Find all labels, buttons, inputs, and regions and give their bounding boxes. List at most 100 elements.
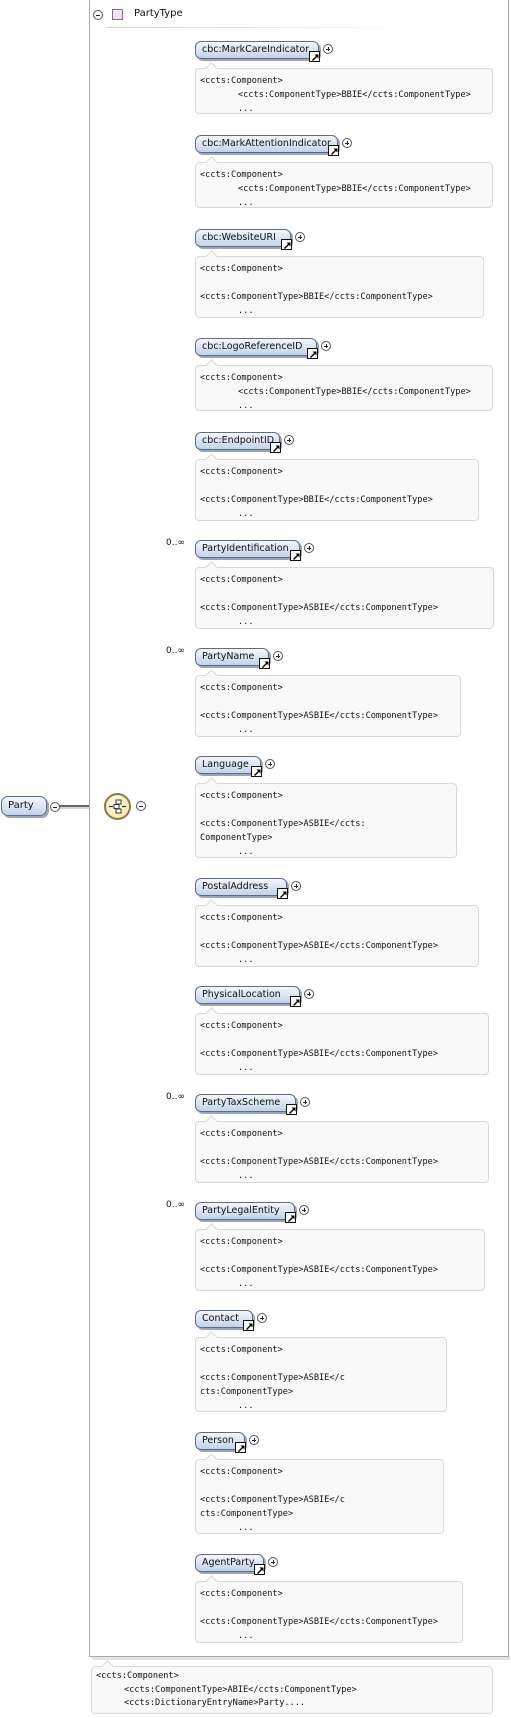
reference-arrow-icon <box>290 996 301 1007</box>
annotation-line: <ccts:Component> <box>200 1021 283 1031</box>
annotation-card: <ccts:Component> <ccts:ComponentType>ASBI… <box>195 1337 447 1412</box>
reference-arrow-icon <box>259 658 270 669</box>
annotation-card: <ccts:Component> <ccts:ComponentType>ASBI… <box>195 1229 485 1291</box>
annotation-line: ... <box>238 401 254 411</box>
annotation-line: <ccts:ComponentType>BBIE</ccts:Component… <box>238 90 471 100</box>
annotation-card: <ccts:Component><ccts:ComponentType>BBIE… <box>195 162 493 208</box>
element-label: PostalAddress <box>202 881 269 892</box>
annotation-line: ... <box>238 725 254 735</box>
expand-icon[interactable] <box>284 435 294 445</box>
element-node[interactable]: PartyLegalEntity <box>195 1202 295 1220</box>
annotation-line: ... <box>238 1063 254 1073</box>
annotation-line: <ccts:Component> <box>200 1345 283 1355</box>
element-label: PartyLegalEntity <box>202 1205 280 1216</box>
expand-icon[interactable] <box>273 651 283 661</box>
annotation-line: ... <box>238 509 254 519</box>
element-node[interactable]: AgentParty <box>195 1554 264 1572</box>
annotation-line: <ccts:ComponentType>ASBIE</ccts: <box>200 819 366 829</box>
annotation-line: <ccts:ComponentType>ASBIE</ccts:Componen… <box>200 603 438 613</box>
multiplicity-label: 0..∞ <box>166 646 185 656</box>
reference-arrow-icon <box>270 442 281 453</box>
annotation-line: <ccts:Component> <box>200 1589 283 1599</box>
party-annotation-card: <ccts:Component> <ccts:ComponentType>ABI… <box>91 1666 493 1714</box>
annotation-line: <ccts:Component> <box>200 1467 283 1477</box>
sequence-compositor-icon[interactable] <box>104 793 131 820</box>
element-node[interactable]: PhysicalLocation <box>195 986 300 1004</box>
annotation-line: <ccts:Component> <box>200 264 283 274</box>
party-element[interactable]: Party <box>1 796 47 816</box>
expand-icon[interactable] <box>265 759 275 769</box>
element-node[interactable]: Person <box>195 1432 245 1450</box>
expand-icon[interactable] <box>321 341 331 351</box>
annotation-line: <ccts:Component> <box>200 373 283 383</box>
annotation-line: <ccts:Component> <box>200 467 283 477</box>
expand-icon[interactable] <box>304 543 314 553</box>
element-node[interactable]: cbc:WebsiteURI <box>195 229 291 247</box>
expand-icon[interactable] <box>299 1205 309 1215</box>
annotation-card: <ccts:Component><ccts:ComponentType>BBIE… <box>195 68 493 114</box>
element-node[interactable]: Contact <box>195 1310 253 1328</box>
element-label: PartyName <box>202 651 255 662</box>
expand-icon[interactable] <box>300 1097 310 1107</box>
annotation-line: <ccts:ComponentType>ASBIE</ccts:Componen… <box>200 1617 438 1627</box>
annotation-line: <ccts:ComponentType>BBIE</ccts:Component… <box>200 292 433 302</box>
expand-icon[interactable] <box>304 989 314 999</box>
annotation-line: cts:ComponentType> <box>200 1509 294 1519</box>
expand-icon[interactable] <box>249 1435 259 1445</box>
element-node[interactable]: PartyTaxScheme <box>195 1094 296 1112</box>
annotation-line: ... <box>238 955 254 965</box>
annotation-card: <ccts:Component> <ccts:ComponentType>BBIE… <box>195 459 479 521</box>
party-collapse-icon[interactable] <box>50 802 60 812</box>
annotation-line: cts:ComponentType> <box>200 1387 294 1397</box>
reference-arrow-icon <box>254 1564 265 1575</box>
annotation-card: <ccts:Component> <ccts:ComponentType>BBIE… <box>195 256 484 318</box>
annotation-line: ... <box>238 1523 254 1533</box>
annotation-line: <ccts:ComponentType>ASBIE</c <box>200 1373 345 1383</box>
annotation-line: <ccts:Component> <box>200 791 283 801</box>
complex-type-icon <box>112 9 123 20</box>
annotation-line: ... <box>238 1401 254 1411</box>
expand-icon[interactable] <box>295 232 305 242</box>
annotation-line: <ccts:DictionaryEntryName>Party.... <box>124 1698 306 1708</box>
element-node[interactable]: cbc:LogoReferenceID <box>195 338 317 356</box>
annotation-line: <ccts:ComponentType>ASBIE</ccts:Componen… <box>200 711 438 721</box>
reference-arrow-icon <box>286 1104 297 1115</box>
element-node[interactable]: Language <box>195 756 261 774</box>
type-collapse-icon[interactable] <box>93 10 103 20</box>
element-label: Language <box>202 759 249 770</box>
element-node[interactable]: cbc:MarkAttentionIndicator <box>195 135 338 153</box>
expand-icon[interactable] <box>268 1557 278 1567</box>
element-label: cbc:MarkAttentionIndicator <box>202 138 331 149</box>
expand-icon[interactable] <box>342 138 352 148</box>
element-node[interactable]: cbc:EndpointID <box>195 432 280 450</box>
annotation-line: <ccts:ComponentType>ASBIE</ccts:Componen… <box>200 1049 438 1059</box>
element-node[interactable]: PostalAddress <box>195 878 287 896</box>
annotation-line: <ccts:ComponentType>ASBIE</ccts:Componen… <box>200 1265 438 1275</box>
annotation-line: <ccts:ComponentType>ASBIE</ccts:Componen… <box>200 941 438 951</box>
reference-arrow-icon <box>235 1442 246 1453</box>
element-node[interactable]: PartyIdentification <box>195 540 300 558</box>
annotation-line: ... <box>238 1279 254 1289</box>
element-label: PhysicalLocation <box>202 989 281 1000</box>
reference-arrow-icon <box>309 51 320 62</box>
expand-icon[interactable] <box>291 881 301 891</box>
party-element-label: Party <box>8 800 34 811</box>
element-label: cbc:MarkCareIndicator <box>202 44 310 55</box>
annotation-line: <ccts:Component> <box>200 1237 283 1247</box>
sequence-collapse-icon[interactable] <box>136 801 146 811</box>
element-node[interactable]: PartyName <box>195 648 269 666</box>
annotation-line: <ccts:ComponentType>BBIE</ccts:Component… <box>200 495 433 505</box>
element-label: cbc:WebsiteURI <box>202 232 276 243</box>
annotation-line: <ccts:Component> <box>200 170 283 180</box>
element-label: PartyIdentification <box>202 543 289 554</box>
expand-icon[interactable] <box>257 1313 267 1323</box>
reference-arrow-icon <box>328 145 339 156</box>
expand-icon[interactable] <box>323 44 333 54</box>
annotation-card: <ccts:Component> <ccts:ComponentType>ASBI… <box>195 1013 489 1075</box>
element-node[interactable]: cbc:MarkCareIndicator <box>195 41 319 59</box>
reference-arrow-icon <box>277 888 288 899</box>
annotation-card: <ccts:Component><ccts:ComponentType>ASBI… <box>195 675 461 737</box>
element-label: Contact <box>202 1313 239 1324</box>
type-title-underline <box>107 27 407 28</box>
multiplicity-label: 0..∞ <box>166 1200 185 1210</box>
